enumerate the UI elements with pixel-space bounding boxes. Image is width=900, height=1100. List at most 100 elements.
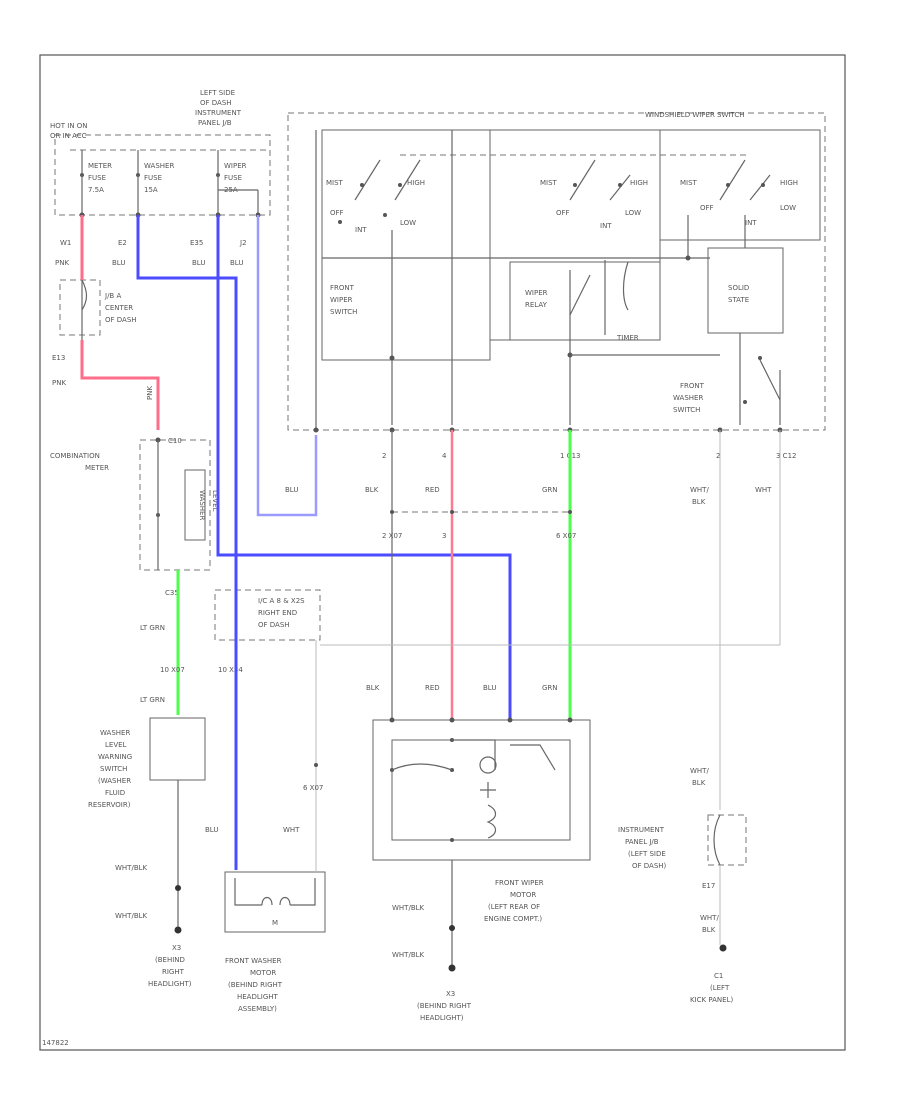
wire-label: PNK	[55, 259, 69, 267]
pin-label: E35	[190, 239, 203, 247]
label-washer-switch: (WASHER	[98, 777, 131, 785]
label-wiper-relay: WIPER	[525, 289, 548, 297]
label-washer-switch: WARNING	[98, 753, 132, 761]
diagram-frame	[39, 54, 846, 1051]
label-mist: MIST	[540, 179, 558, 187]
pin-label: 4	[442, 452, 447, 460]
label-int: INT	[745, 219, 757, 227]
pin-label: C35	[165, 589, 179, 597]
label-timer: TIMER	[616, 334, 639, 342]
label-ground-x3b: X3	[446, 990, 455, 998]
label-or-in-acc: OR IN ACC	[50, 132, 87, 140]
wire-label: BLU	[483, 684, 496, 692]
combination-meter	[139, 437, 211, 571]
solid-state-module	[707, 247, 784, 425]
label-low: LOW	[780, 204, 796, 212]
label-washer-switch: LEVEL	[105, 741, 127, 749]
label-ground-x3: HEADLIGHT)	[148, 980, 192, 988]
label-ground-x3b: HEADLIGHT)	[420, 1014, 464, 1022]
label-front-wiper-switch: SWITCH	[330, 308, 357, 316]
label-int: INT	[355, 226, 367, 234]
pin-label: J2	[239, 239, 247, 247]
front-washer-motor	[224, 871, 326, 933]
label-front-wiper-switch: FRONT	[330, 284, 355, 292]
pin-label: 6 X07	[303, 784, 323, 792]
label-washer-level: LEVEL	[211, 490, 219, 512]
label-jb-center: CENTER	[105, 304, 133, 312]
label-wiper-motor: FRONT WIPER	[495, 879, 544, 887]
label-connector: RIGHT END	[258, 609, 297, 617]
label-ground-c1: KICK PANEL)	[690, 996, 733, 1004]
pin-label: E2	[118, 239, 127, 247]
instrument-panel-jb	[707, 814, 747, 866]
label-ground-x3: (BEHIND	[155, 956, 185, 964]
wire-label: LT GRN	[140, 696, 165, 704]
label-low: LOW	[400, 219, 416, 227]
label-wiper-fuse: FUSE	[224, 174, 242, 182]
pin-label: E13	[52, 354, 65, 362]
label-int: INT	[600, 222, 612, 230]
label-mist: MIST	[326, 179, 344, 187]
label-washer-switch: WASHER	[100, 729, 130, 737]
label-left-side: LEFT SIDE	[200, 89, 235, 97]
label-washer-motor: ASSEMBLY)	[238, 1005, 277, 1013]
pink-wire	[80, 215, 160, 430]
wire-label: WHT/	[690, 486, 709, 494]
wire-label: BLU	[205, 826, 218, 834]
label-ip-jb: OF DASH)	[632, 862, 667, 870]
label-washer-motor: HEADLIGHT	[237, 993, 279, 1001]
ground-c1-icon	[719, 944, 727, 952]
label-meter-fuse: METER	[88, 162, 112, 170]
pin-label: 10 X07	[160, 666, 185, 674]
label-jb-center: OF DASH	[105, 316, 137, 324]
label-high: HIGH	[630, 179, 648, 187]
wire-label: WHT	[755, 486, 772, 494]
label-ground-x3: X3	[172, 944, 181, 952]
label-ip-jb: (LEFT SIDE	[628, 850, 666, 858]
wire-label: BLK	[365, 486, 379, 494]
label-meter-fuse: 7.5A	[88, 186, 104, 194]
pin-label: 6 X07	[556, 532, 576, 540]
label-washer-motor: (BEHIND RIGHT	[228, 981, 283, 989]
label-mist: MIST	[680, 179, 698, 187]
washer-switch-section	[659, 129, 821, 261]
motor-m-icon: M	[272, 919, 278, 927]
label-left-side: PANEL J/B	[198, 119, 232, 127]
wire-label: BLK	[366, 684, 380, 692]
label-front-wiper-switch: WIPER	[330, 296, 353, 304]
label-wiper-motor: (LEFT REAR OF	[488, 903, 540, 911]
label-front-washer-switch: FRONT	[680, 382, 705, 390]
label-washer-motor: MOTOR	[250, 969, 276, 977]
label-jb-center: J/B A	[104, 292, 121, 300]
label-wiper-relay: RELAY	[525, 301, 548, 309]
label-connector: OF DASH	[258, 621, 290, 629]
front-wiper-motor	[372, 717, 591, 965]
label-ground-x3: RIGHT	[162, 968, 185, 976]
wire-label: WHT/BLK	[115, 912, 148, 920]
label-windshield-switch: WINDSHIELD WIPER SWITCH	[645, 111, 745, 119]
ground-x3-icon	[448, 964, 456, 972]
blue-wire-motor	[216, 215, 512, 718]
label-hot-in-on: HOT IN ON	[50, 122, 88, 130]
label-front-washer-switch: WASHER	[673, 394, 703, 402]
footer-code: 147822	[42, 1039, 69, 1047]
label-off: OFF	[700, 204, 714, 212]
pin-label: 10 X34	[218, 666, 243, 674]
pin-label: 2	[716, 452, 720, 460]
wire-label: PNK	[146, 386, 154, 400]
label-washer-fuse: FUSE	[144, 174, 162, 182]
pin-label: 2 X07	[382, 532, 402, 540]
label-wiper-motor: MOTOR	[510, 891, 536, 899]
wire-label: RED	[425, 486, 440, 494]
label-washer-switch: RESERVOIR)	[88, 801, 131, 809]
label-high: HIGH	[407, 179, 425, 187]
label-washer-fuse: WASHER	[144, 162, 174, 170]
wire-label: RED	[425, 684, 440, 692]
label-off: OFF	[330, 209, 344, 217]
label-meter-fuse: FUSE	[88, 174, 106, 182]
wire-label: BLU	[230, 259, 243, 267]
wire-label: BLK	[702, 926, 716, 934]
front-wiper-switch	[321, 129, 750, 425]
label-solid-state: SOLID	[728, 284, 749, 292]
pin-label: 3 C12	[776, 452, 796, 460]
